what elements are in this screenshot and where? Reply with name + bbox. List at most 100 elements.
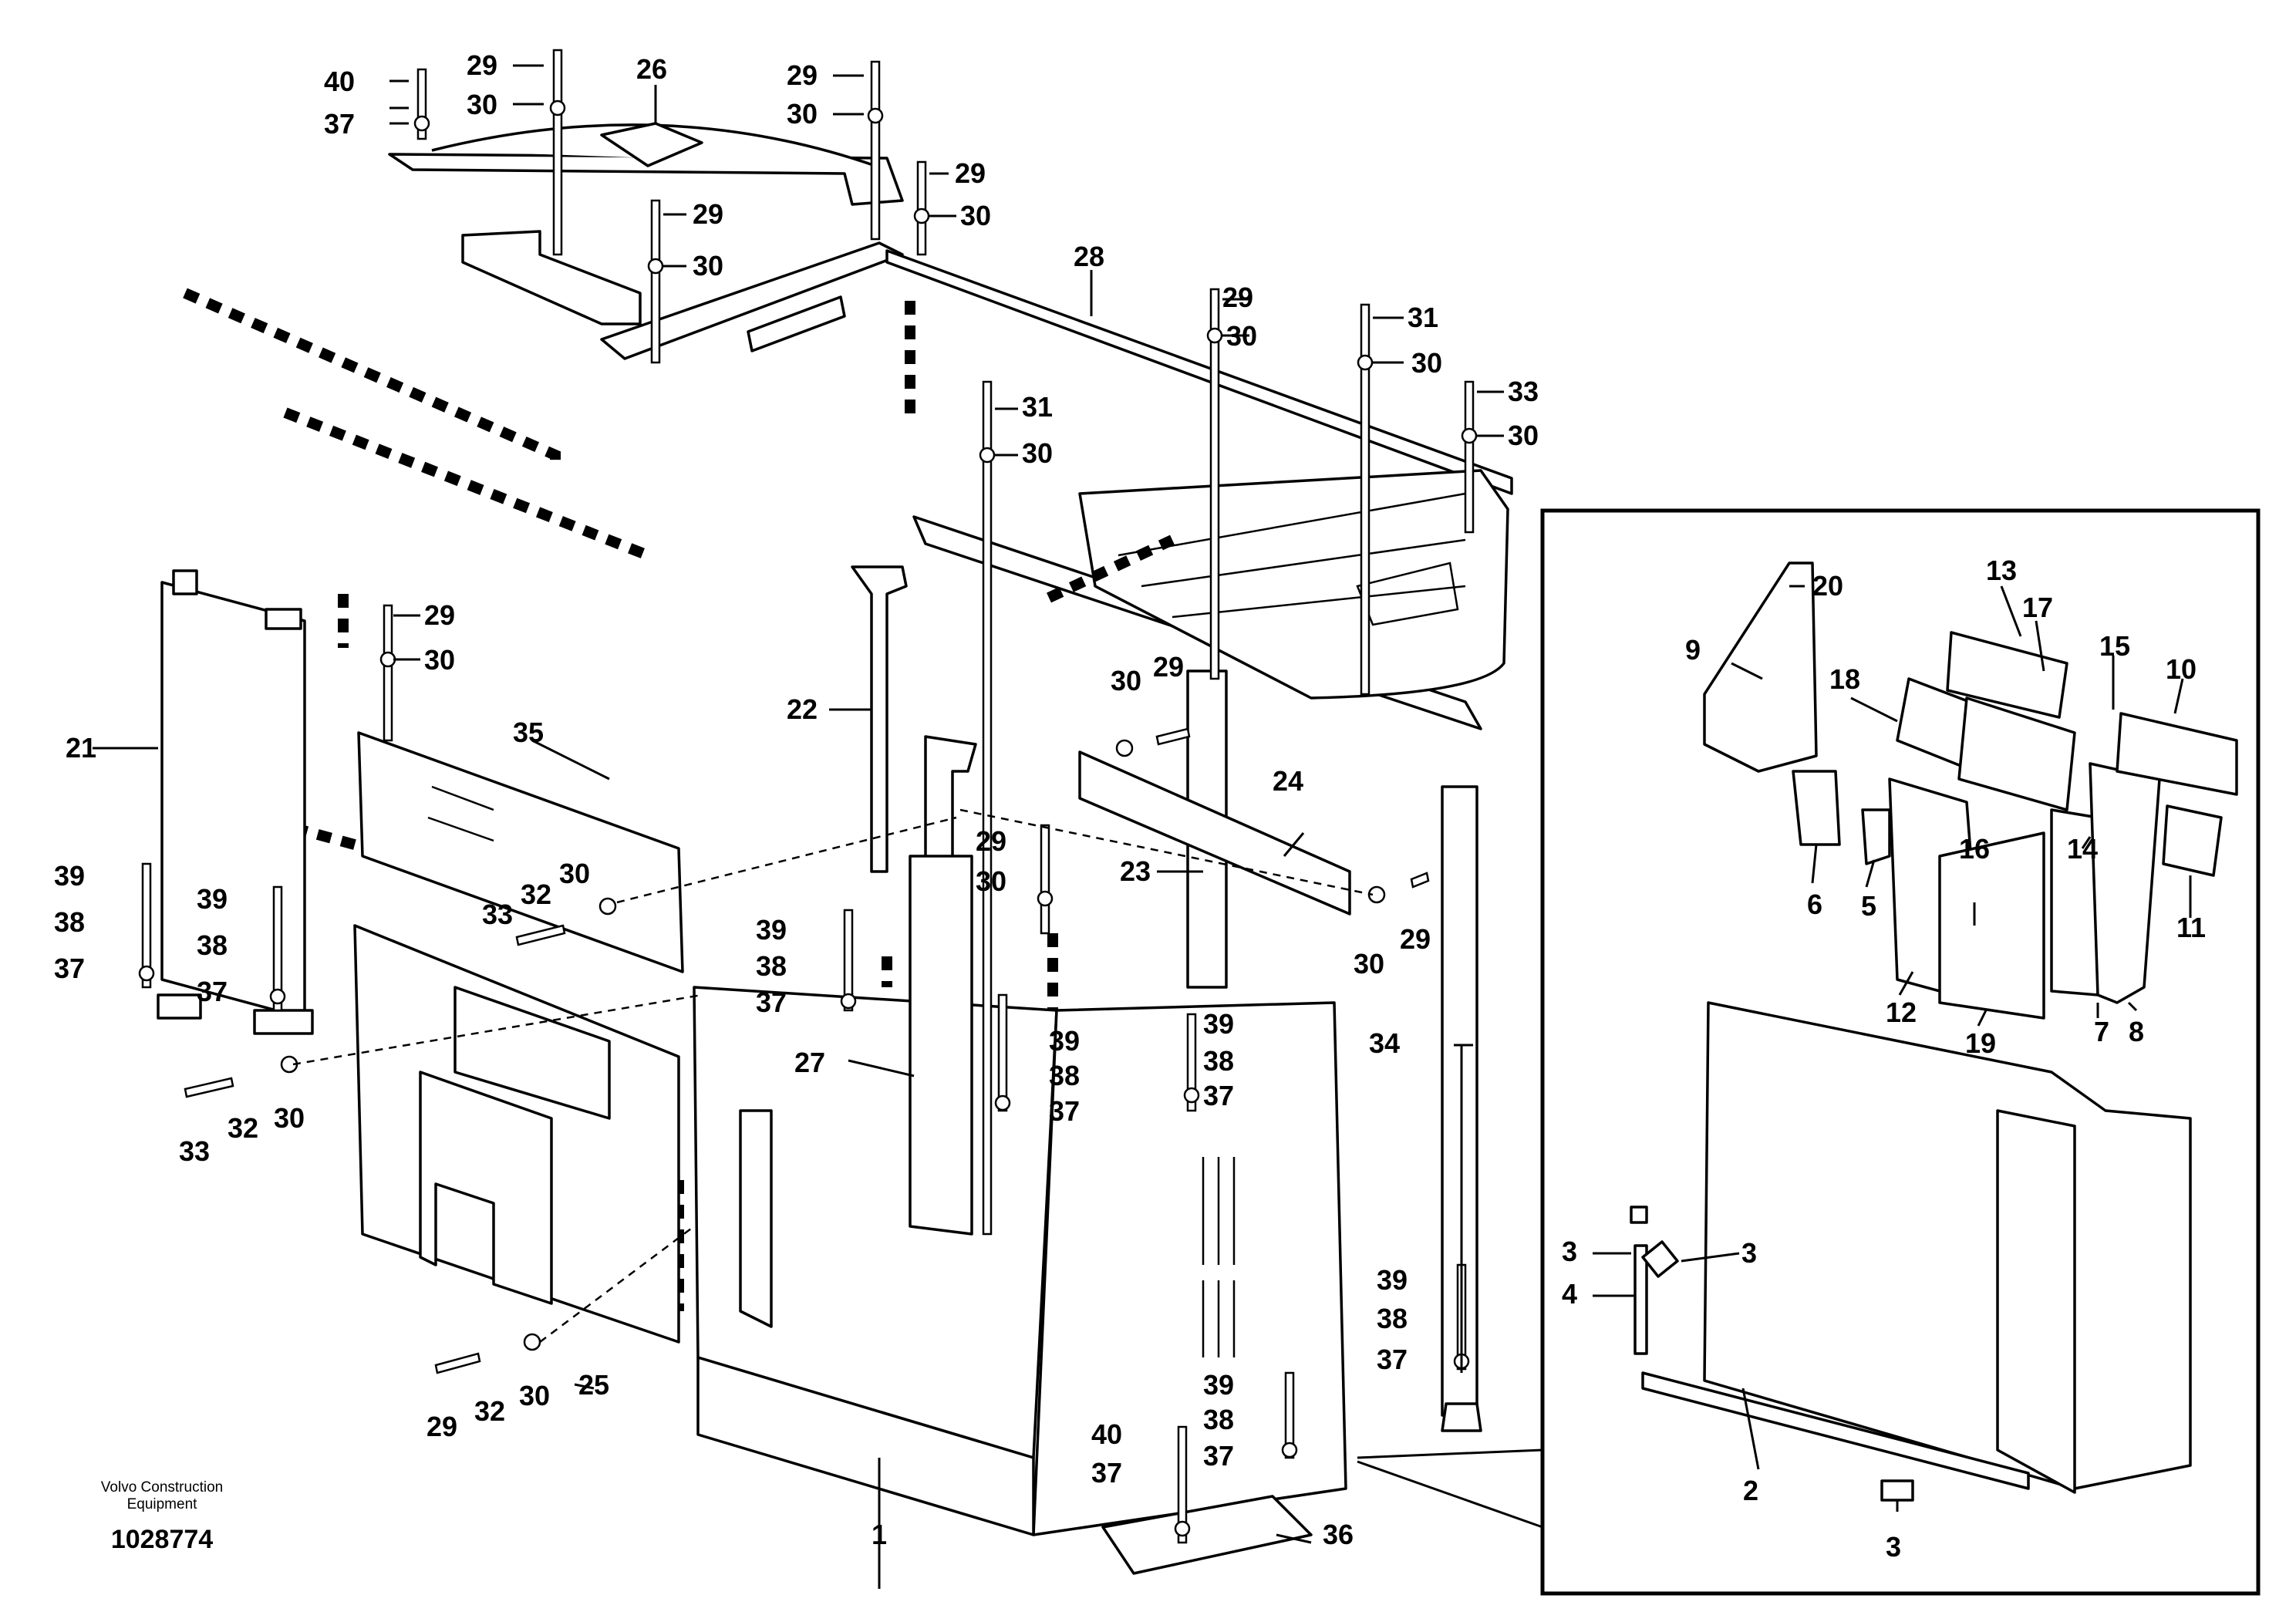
- callout-30-a: 30: [467, 89, 497, 120]
- callout-10: 10: [2166, 653, 2197, 685]
- callout-7: 7: [2094, 1016, 2109, 1047]
- callout-37-top: 37: [324, 108, 355, 140]
- callout-18: 18: [1829, 663, 1860, 695]
- callout-30-k: 30: [1354, 948, 1384, 980]
- main-body-1: [693, 986, 1347, 1575]
- callout-38-e: 38: [1203, 1045, 1234, 1077]
- callout-21: 21: [66, 732, 96, 764]
- callout-38-a: 38: [54, 906, 85, 938]
- callout-38-g: 38: [1203, 1404, 1234, 1435]
- callout-33-top: 33: [1508, 376, 1539, 407]
- callout-29-b: 29: [787, 59, 818, 91]
- brackets: [851, 565, 1482, 1432]
- callout-29-d: 29: [693, 198, 723, 230]
- fasteners: [138, 49, 1478, 1544]
- callout-29-c: 29: [955, 157, 986, 189]
- callout-38-c: 38: [756, 950, 787, 982]
- callout-24: 24: [1273, 765, 1303, 797]
- callout-39-d: 39: [1049, 1025, 1080, 1057]
- callout-39-g: 39: [1203, 1369, 1234, 1401]
- callout-14: 14: [2067, 833, 2098, 865]
- callout-39-c: 39: [756, 914, 787, 946]
- callout-32-mid: 32: [521, 878, 551, 910]
- callout-30-j: 30: [1111, 665, 1141, 696]
- callout-40-top: 40: [324, 66, 355, 97]
- callout-30-g: 30: [1508, 420, 1539, 451]
- callout-38-d: 38: [1049, 1060, 1080, 1091]
- callout-33-mid: 33: [482, 899, 513, 930]
- callout-2: 2: [1743, 1475, 1758, 1506]
- callout-6: 6: [1807, 889, 1822, 920]
- callout-12: 12: [1886, 996, 1917, 1028]
- callout-37-g: 37: [1203, 1440, 1234, 1472]
- callout-38-f: 38: [1377, 1303, 1408, 1334]
- callout-30-l: 30: [559, 858, 590, 889]
- callout-37-b: 37: [197, 976, 228, 1007]
- callout-30-h: 30: [1022, 437, 1053, 469]
- callout-39-f: 39: [1377, 1264, 1408, 1296]
- callout-17: 17: [2022, 592, 2053, 623]
- callout-20: 20: [1812, 570, 1843, 602]
- left-posts: [157, 569, 314, 1035]
- callout-30-c: 30: [960, 200, 991, 231]
- callout-3-c: 3: [1886, 1531, 1901, 1563]
- callout-29-h: 29: [1400, 923, 1431, 955]
- callout-4: 4: [1562, 1278, 1577, 1310]
- callout-29-i: 29: [976, 825, 1006, 857]
- callout-39-a: 39: [54, 860, 85, 892]
- callout-3-a: 3: [1562, 1236, 1577, 1267]
- callout-37-f: 37: [1377, 1344, 1408, 1375]
- callout-34: 34: [1369, 1027, 1400, 1059]
- callout-29-e: 29: [1222, 282, 1253, 313]
- document-number: 1028774: [110, 1525, 214, 1554]
- callout-16: 16: [1959, 833, 1990, 865]
- callout-3-b: 3: [1741, 1237, 1757, 1269]
- callout-5: 5: [1861, 890, 1876, 922]
- detail-inset: [1357, 508, 2261, 1596]
- callout-9: 9: [1685, 634, 1701, 666]
- callout-30-m: 30: [274, 1102, 305, 1134]
- callout-23: 23: [1120, 855, 1151, 887]
- callout-30-b: 30: [787, 98, 818, 130]
- callout-37-bottom: 37: [1091, 1457, 1122, 1489]
- callout-37-d: 37: [1049, 1095, 1080, 1127]
- callout-30-e: 30: [1226, 320, 1257, 352]
- callout-30-o: 30: [519, 1380, 550, 1411]
- callout-25: 25: [578, 1369, 609, 1401]
- callout-39-e: 39: [1203, 1008, 1234, 1040]
- top-frame-rail: [388, 122, 1513, 730]
- callout-29-g: 29: [1153, 651, 1184, 683]
- publisher-line-1: Volvo Construction: [100, 1479, 224, 1496]
- callout-28: 28: [1074, 241, 1104, 272]
- callout-37-c: 37: [756, 986, 787, 1018]
- callout-labels: 40 37 29 30 26 29 30 29 30 29 30 28 29 3…: [54, 49, 2206, 1563]
- callout-30-f: 30: [1411, 347, 1442, 379]
- panel-25: [353, 924, 680, 1344]
- callout-29-a: 29: [467, 49, 497, 81]
- callout-30-n: 30: [976, 865, 1006, 897]
- callout-13: 13: [1986, 555, 2017, 586]
- callout-8: 8: [2129, 1016, 2144, 1047]
- callout-37-e: 37: [1203, 1080, 1234, 1111]
- leader-lines: [93, 64, 2192, 1589]
- callout-29-j: 29: [426, 1411, 457, 1442]
- callout-30-i: 30: [424, 644, 455, 676]
- callout-22: 22: [787, 693, 818, 725]
- callout-36: 36: [1323, 1519, 1354, 1550]
- callout-37-a: 37: [54, 953, 85, 984]
- callout-15: 15: [2099, 630, 2130, 662]
- callout-27: 27: [794, 1047, 825, 1078]
- callout-11: 11: [2176, 912, 2206, 943]
- callout-32-bottom: 32: [474, 1395, 505, 1427]
- callout-31-a: 31: [1408, 302, 1438, 333]
- callout-32-low: 32: [228, 1112, 258, 1144]
- callout-19: 19: [1965, 1027, 1996, 1059]
- callout-29-f: 29: [424, 599, 455, 631]
- callout-31-b: 31: [1022, 391, 1053, 423]
- callout-40-bottom: 40: [1091, 1418, 1122, 1450]
- callout-39-b: 39: [197, 883, 228, 915]
- callout-38-b: 38: [197, 929, 228, 961]
- callout-1: 1: [872, 1519, 887, 1550]
